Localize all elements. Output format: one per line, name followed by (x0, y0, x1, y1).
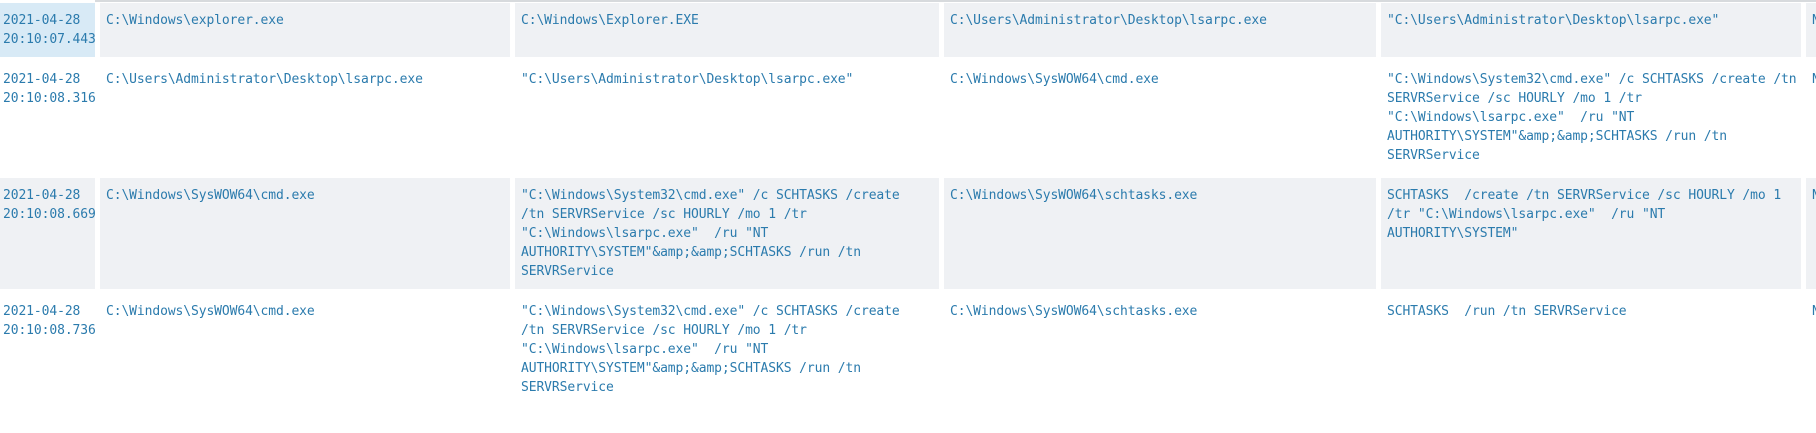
cell-timestamp[interactable]: 2021-04-28 20:10:08.736 (3, 304, 96, 338)
cell-parent-commandline[interactable]: "C:\Windows\System32\cmd.exe" /c SCHTASK… (515, 178, 939, 289)
cell-parent-image[interactable]: C:\Windows\explorer.exe (100, 3, 510, 57)
cell-parent-commandline[interactable]: "C:\Windows\System32\cmd.exe" /c SCHTASK… (521, 304, 908, 395)
cell-commandline[interactable]: SCHTASKS /run /tn SERVRService (1387, 304, 1627, 319)
table-row[interactable]: 2021-04-28 20:10:08.736 C:\Windows\SysWO… (0, 294, 1816, 430)
cell-timestamp[interactable]: 2021-04-28 20:10:08.316 (3, 72, 96, 106)
cell-timestamp[interactable]: 2021-04-28 20:10:08.669 (0, 178, 96, 289)
cell-truncated-right[interactable]: N (1812, 304, 1816, 319)
cell-parent-image[interactable]: C:\Windows\SysWOW64\cmd.exe (100, 178, 510, 289)
cell-parent-image[interactable]: C:\Users\Administrator\Desktop\lsarpc.ex… (106, 72, 423, 87)
cell-image[interactable]: C:\Windows\SysWOW64\schtasks.exe (950, 304, 1198, 319)
table-row[interactable]: 2021-04-28 20:10:07.443 C:\Windows\explo… (0, 3, 1816, 57)
cell-commandline[interactable]: "C:\Users\Administrator\Desktop\lsarpc.e… (1381, 3, 1801, 57)
cell-commandline[interactable]: "C:\Windows\System32\cmd.exe" /c SCHTASK… (1387, 72, 1805, 163)
table-row[interactable]: 2021-04-28 20:10:08.316 C:\Users\Adminis… (0, 62, 1816, 173)
cell-image[interactable]: C:\Users\Administrator\Desktop\lsarpc.ex… (944, 3, 1376, 57)
cell-truncated-right[interactable]: N (1812, 72, 1816, 87)
table-row[interactable]: 2021-04-28 20:10:08.669 C:\Windows\SysWO… (0, 178, 1816, 289)
cell-image[interactable]: C:\Windows\SysWOW64\schtasks.exe (944, 178, 1376, 289)
cell-timestamp[interactable]: 2021-04-28 20:10:07.443 (0, 3, 96, 57)
cell-image[interactable]: C:\Windows\SysWOW64\cmd.exe (950, 72, 1159, 87)
cell-commandline[interactable]: SCHTASKS /create /tn SERVRService /sc HO… (1381, 178, 1801, 289)
top-border (95, 0, 1816, 2)
cell-truncated-right[interactable]: N (1806, 178, 1816, 289)
cell-truncated-right[interactable]: N (1806, 3, 1816, 57)
cell-parent-commandline[interactable]: C:\Windows\Explorer.EXE (515, 3, 939, 57)
cell-parent-commandline[interactable]: "C:\Users\Administrator\Desktop\lsarpc.e… (521, 72, 854, 87)
cell-parent-image[interactable]: C:\Windows\SysWOW64\cmd.exe (106, 304, 315, 319)
